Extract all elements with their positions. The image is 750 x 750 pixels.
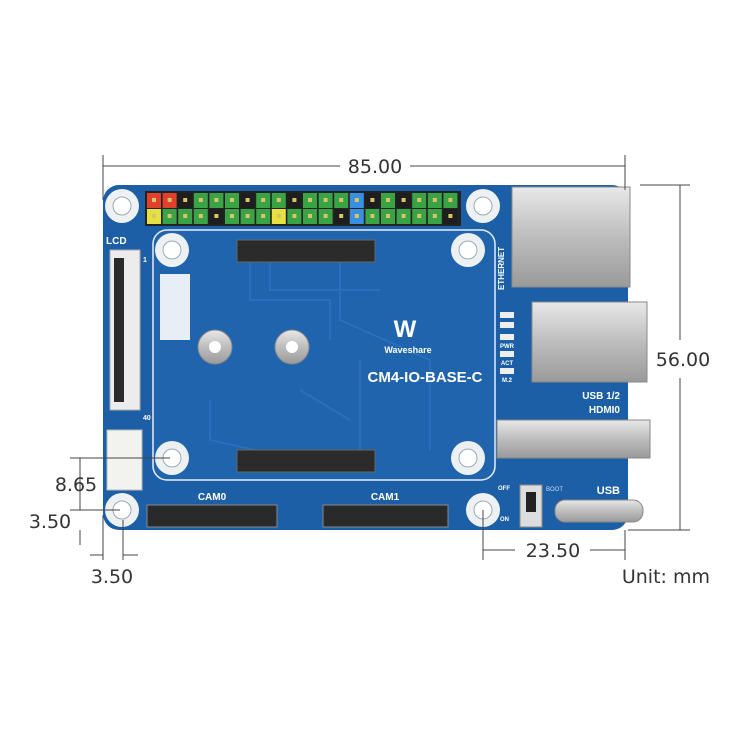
mounting-holes bbox=[105, 189, 500, 527]
pwr-label: PWR bbox=[500, 344, 515, 350]
ethernet-port bbox=[511, 186, 631, 288]
pin-tip bbox=[261, 214, 266, 218]
pin-tip bbox=[354, 198, 359, 202]
pin-tip bbox=[432, 198, 437, 202]
pin-tip bbox=[448, 198, 453, 202]
pin-tip bbox=[198, 214, 203, 218]
hdmi0-label: HDMI0 bbox=[589, 405, 621, 416]
pin-tip bbox=[308, 214, 312, 218]
cam1-connector bbox=[322, 504, 449, 528]
pin-tip bbox=[167, 198, 172, 202]
pin-tip bbox=[339, 214, 344, 218]
pin-tip bbox=[292, 198, 297, 202]
cam0-label: CAM0 bbox=[198, 492, 227, 503]
pin-tip bbox=[183, 198, 188, 202]
pin-tip bbox=[401, 214, 406, 218]
pin-tip bbox=[276, 198, 281, 202]
cam1-label: CAM1 bbox=[371, 492, 400, 503]
pin-tip bbox=[276, 214, 281, 218]
brand-label: Waveshare bbox=[384, 345, 431, 355]
pin-tip bbox=[245, 214, 250, 218]
4pin-connector bbox=[106, 429, 143, 491]
dim-width: 85.00 bbox=[348, 156, 402, 178]
pin-tip bbox=[261, 198, 266, 202]
model-label: CM4-IO-BASE-C bbox=[368, 369, 483, 386]
pin-tip bbox=[354, 214, 359, 218]
pin-tip bbox=[214, 198, 219, 202]
dim-hole-margin-y: 3.50 bbox=[29, 511, 71, 533]
pin-tip bbox=[183, 214, 188, 218]
pin-tip bbox=[308, 198, 312, 202]
dim-height: 56.00 bbox=[656, 349, 710, 371]
pin-tip bbox=[432, 214, 437, 218]
pin-tip bbox=[370, 214, 375, 218]
pin-tip bbox=[152, 198, 156, 202]
unit-label: Unit: mm bbox=[622, 566, 710, 588]
pin-tip bbox=[230, 214, 234, 218]
pin-tip bbox=[401, 198, 406, 202]
pin-tip bbox=[245, 198, 250, 202]
label-pad bbox=[160, 274, 190, 340]
pin-tip bbox=[292, 214, 297, 218]
dim-hdmi-offset: 23.50 bbox=[526, 540, 580, 562]
pin-tip bbox=[167, 214, 172, 218]
usb12-label: USB 1/2 bbox=[582, 391, 620, 402]
pin-tip bbox=[448, 214, 453, 218]
status-leds bbox=[500, 312, 514, 374]
act-label: ACT bbox=[501, 361, 514, 367]
pin-tip bbox=[323, 198, 328, 202]
pin-tip bbox=[230, 198, 234, 202]
cm4-area-outline bbox=[152, 229, 496, 481]
boot-label: BOOT bbox=[546, 487, 563, 493]
dim-hole-margin-x: 3.50 bbox=[91, 566, 133, 588]
dim-hole-offset-y: 8.65 bbox=[55, 474, 97, 496]
pin-tip bbox=[339, 198, 344, 202]
cm4-connector-bottom bbox=[236, 449, 376, 473]
pin-tip bbox=[417, 214, 422, 218]
on-label: ON bbox=[500, 517, 509, 523]
dimension-lines bbox=[70, 155, 690, 560]
lcd-label: LCD bbox=[106, 236, 127, 247]
lcd-pin40-label: 40 bbox=[143, 415, 151, 422]
off-label: OFF bbox=[498, 486, 510, 492]
cam0-connector bbox=[146, 504, 278, 528]
pin-tip bbox=[214, 214, 219, 218]
usb-c-port bbox=[554, 499, 644, 523]
lcd-pin1-label: 1 bbox=[143, 257, 147, 264]
pin-tip bbox=[198, 198, 203, 202]
pin-tip bbox=[386, 198, 390, 202]
usb-port-dual bbox=[531, 301, 648, 383]
pin-tip bbox=[417, 198, 422, 202]
ethernet-label: ETHERNET bbox=[497, 247, 506, 290]
hdmi-port bbox=[496, 419, 651, 459]
pin-tip bbox=[370, 198, 375, 202]
pin-tip bbox=[152, 214, 156, 218]
pin-tip bbox=[323, 214, 328, 218]
m2-label: M.2 bbox=[502, 378, 513, 384]
usb-label: USB bbox=[597, 485, 620, 497]
pin-tip bbox=[386, 214, 390, 218]
cm4-connector-top bbox=[236, 239, 376, 263]
waveshare-logo: W bbox=[394, 316, 417, 343]
